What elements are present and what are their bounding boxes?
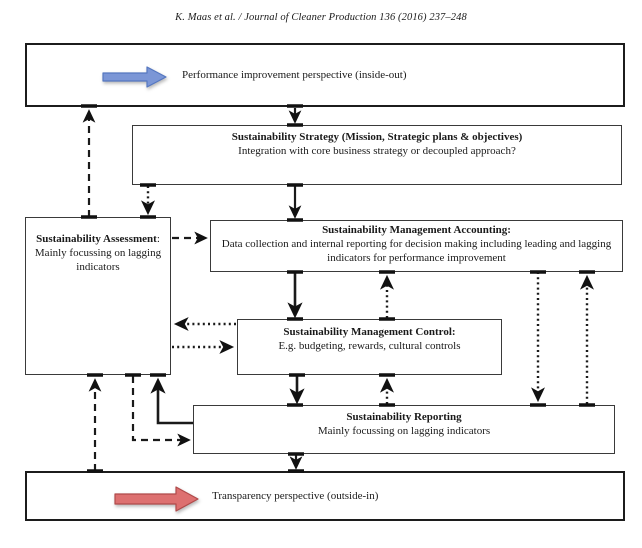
box-sustainability-reporting: Sustainability Reporting Mainly focussin… — [193, 405, 615, 454]
box-management-control: Sustainability Management Control: E.g. … — [237, 319, 502, 375]
reporting-body: Mainly focussing on lagging indicators — [317, 425, 491, 438]
blue-right-arrow-icon — [102, 66, 167, 88]
red-right-arrow-icon — [114, 486, 199, 512]
red-arrow-outline — [114, 486, 199, 512]
accounting-body: Data collection and internal reporting f… — [221, 238, 612, 265]
control-body: E.g. budgeting, rewards, cultural contro… — [278, 340, 461, 353]
assessment-body: Mainly focussing on lagging indicators — [34, 247, 162, 274]
assessment-title: Sustainability Assessment — [36, 233, 157, 245]
reporting-title: Sustainability Reporting — [346, 411, 462, 423]
box-performance-perspective: Performance improvement perspective (ins… — [25, 43, 625, 107]
transparency-perspective-label: Transparency perspective (outside-in) — [212, 490, 379, 502]
red-arrow-shape — [115, 487, 198, 511]
journal-citation: K. Maas et al. / Journal of Cleaner Prod… — [175, 12, 467, 23]
blue-arrow-shape — [103, 67, 166, 87]
performance-perspective-label: Performance improvement perspective (ins… — [182, 69, 407, 81]
strategy-body: Integration with core business strategy … — [238, 145, 516, 158]
box-management-accounting: Sustainability Management Accounting: Da… — [210, 220, 623, 272]
box-transparency-perspective: Transparency perspective (outside-in) — [25, 471, 625, 521]
accounting-title: Sustainability Management Accounting: — [322, 224, 511, 236]
assessment-title-line: Sustainability Assessment: — [30, 232, 166, 246]
box-sustainability-assessment: Sustainability Assessment: Mainly focuss… — [25, 217, 171, 375]
assessment-title-colon: : — [156, 233, 160, 245]
blue-arrow-outline — [102, 66, 167, 88]
strategy-title: Sustainability Strategy (Mission, Strate… — [231, 131, 523, 143]
arrow-reporting-to-assessment — [150, 377, 193, 425]
control-title: Sustainability Management Control: — [283, 326, 456, 338]
box-sustainability-strategy: Sustainability Strategy (Mission, Strate… — [132, 125, 622, 185]
arrow-assessment-to-reporting-dashed — [131, 376, 191, 447]
